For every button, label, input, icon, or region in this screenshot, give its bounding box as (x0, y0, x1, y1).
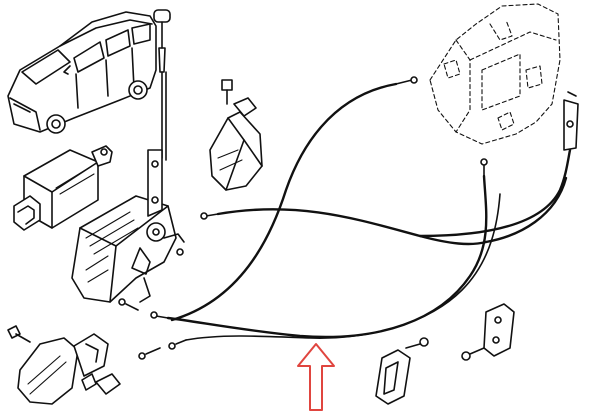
rear-latch-assembly (429, 3, 579, 151)
lock-rod (153, 9, 171, 161)
striker-plate (461, 303, 515, 361)
release-cable-upper (170, 76, 418, 322)
door-handle-bracket (7, 325, 121, 405)
vehicle-thumbnail (7, 11, 157, 134)
sliding-door-lock-mechanism (71, 149, 185, 303)
cable-clips (118, 298, 161, 360)
release-cable-lower (150, 148, 572, 350)
guide-block (375, 337, 429, 405)
lock-actuator (13, 145, 113, 231)
release-cable-horizontal (200, 176, 568, 246)
highlight-arrow (297, 343, 335, 411)
mounting-bracket (209, 79, 263, 191)
